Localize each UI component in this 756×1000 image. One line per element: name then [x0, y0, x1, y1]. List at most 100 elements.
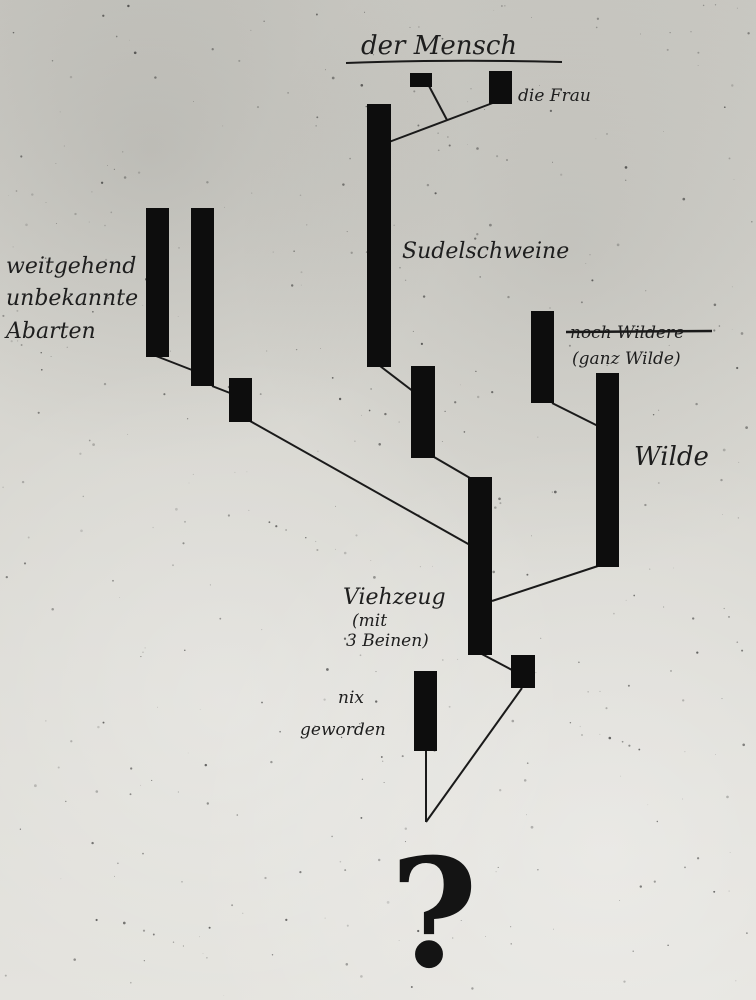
speckle — [552, 928, 554, 930]
speckle — [624, 166, 628, 169]
link-small-to-frau-junction — [428, 85, 448, 121]
speckle — [537, 436, 539, 438]
speckle — [69, 75, 73, 79]
speckle — [657, 482, 660, 484]
speckle — [172, 564, 174, 567]
speckle — [460, 384, 461, 386]
speckle — [714, 4, 717, 6]
speckle — [682, 699, 685, 702]
speckle — [17, 340, 19, 342]
speckle — [314, 725, 316, 727]
speckle — [605, 707, 608, 710]
speckle — [587, 691, 589, 693]
speckle — [510, 943, 512, 945]
speckle — [182, 945, 184, 947]
speckle — [65, 800, 67, 803]
speckle — [163, 393, 166, 396]
speckle — [10, 340, 13, 343]
speckle — [434, 192, 437, 195]
speckle — [620, 775, 622, 777]
speckle — [184, 649, 186, 652]
speckle — [20, 155, 23, 158]
speckle — [552, 161, 554, 163]
speckle — [553, 490, 557, 494]
speckle — [404, 841, 407, 843]
speckle — [143, 960, 145, 962]
speckle — [305, 224, 308, 226]
speckle — [238, 59, 241, 62]
speckle — [409, 26, 411, 28]
speckle — [613, 612, 615, 615]
speckle — [100, 181, 104, 184]
speckle — [413, 90, 416, 93]
speckle — [599, 733, 601, 735]
label-3-beinen: 3 Beinen) — [346, 631, 429, 651]
speckle — [87, 328, 88, 330]
speckle — [419, 566, 421, 568]
speckle — [27, 536, 30, 539]
speckle — [639, 33, 641, 35]
speckle — [325, 69, 326, 71]
speckle — [25, 223, 28, 227]
speckle — [670, 670, 672, 672]
speckle — [510, 926, 512, 928]
speckle — [45, 202, 47, 203]
speckle — [474, 237, 477, 240]
speckle — [726, 795, 729, 799]
speckle — [316, 548, 319, 552]
speckle — [695, 402, 698, 406]
speckle — [384, 412, 387, 416]
speckle — [334, 548, 336, 550]
speckle — [45, 720, 47, 722]
speckle — [34, 784, 37, 788]
speckle — [5, 575, 8, 579]
speckle — [271, 954, 274, 956]
speckle — [359, 654, 362, 657]
speckle — [129, 39, 130, 41]
speckle — [606, 364, 608, 366]
speckle — [79, 452, 82, 455]
bar-left-small — [229, 378, 252, 422]
speckle — [122, 151, 124, 153]
speckle — [360, 975, 363, 978]
speckle — [623, 980, 626, 983]
speckle — [199, 709, 201, 710]
speckle — [499, 502, 502, 505]
speckle — [551, 491, 553, 493]
label-ganz-wilde: (ganz Wilde) — [572, 349, 681, 369]
speckle — [713, 329, 716, 332]
speckle — [596, 17, 600, 20]
speckle — [300, 271, 303, 274]
speckle — [343, 637, 347, 640]
speckle — [331, 76, 335, 80]
speckle — [177, 315, 179, 317]
speckle — [375, 671, 377, 673]
speckle — [82, 495, 85, 498]
speckle — [491, 390, 494, 394]
speckle — [209, 584, 211, 586]
speckle — [738, 461, 740, 463]
bar-wilde — [596, 373, 619, 567]
speckle — [50, 355, 52, 358]
speckle — [364, 11, 366, 13]
speckle — [142, 304, 144, 306]
label-weitgehend: weitgehend — [6, 254, 136, 279]
speckle — [393, 224, 395, 226]
speckle — [426, 183, 430, 187]
speckle — [350, 251, 353, 254]
speckle — [417, 124, 420, 127]
speckle — [21, 480, 25, 484]
speckle — [448, 705, 451, 708]
speckle — [540, 637, 542, 639]
speckle — [370, 559, 372, 561]
speckle — [359, 723, 361, 725]
speckle — [526, 573, 529, 576]
speckle — [295, 348, 298, 351]
speckle — [4, 974, 7, 977]
speckle — [728, 157, 731, 160]
speckle — [702, 4, 705, 7]
title-text: der Mensch — [361, 31, 517, 61]
speckle — [338, 397, 342, 401]
speckle — [202, 953, 204, 955]
speckle — [398, 940, 400, 941]
